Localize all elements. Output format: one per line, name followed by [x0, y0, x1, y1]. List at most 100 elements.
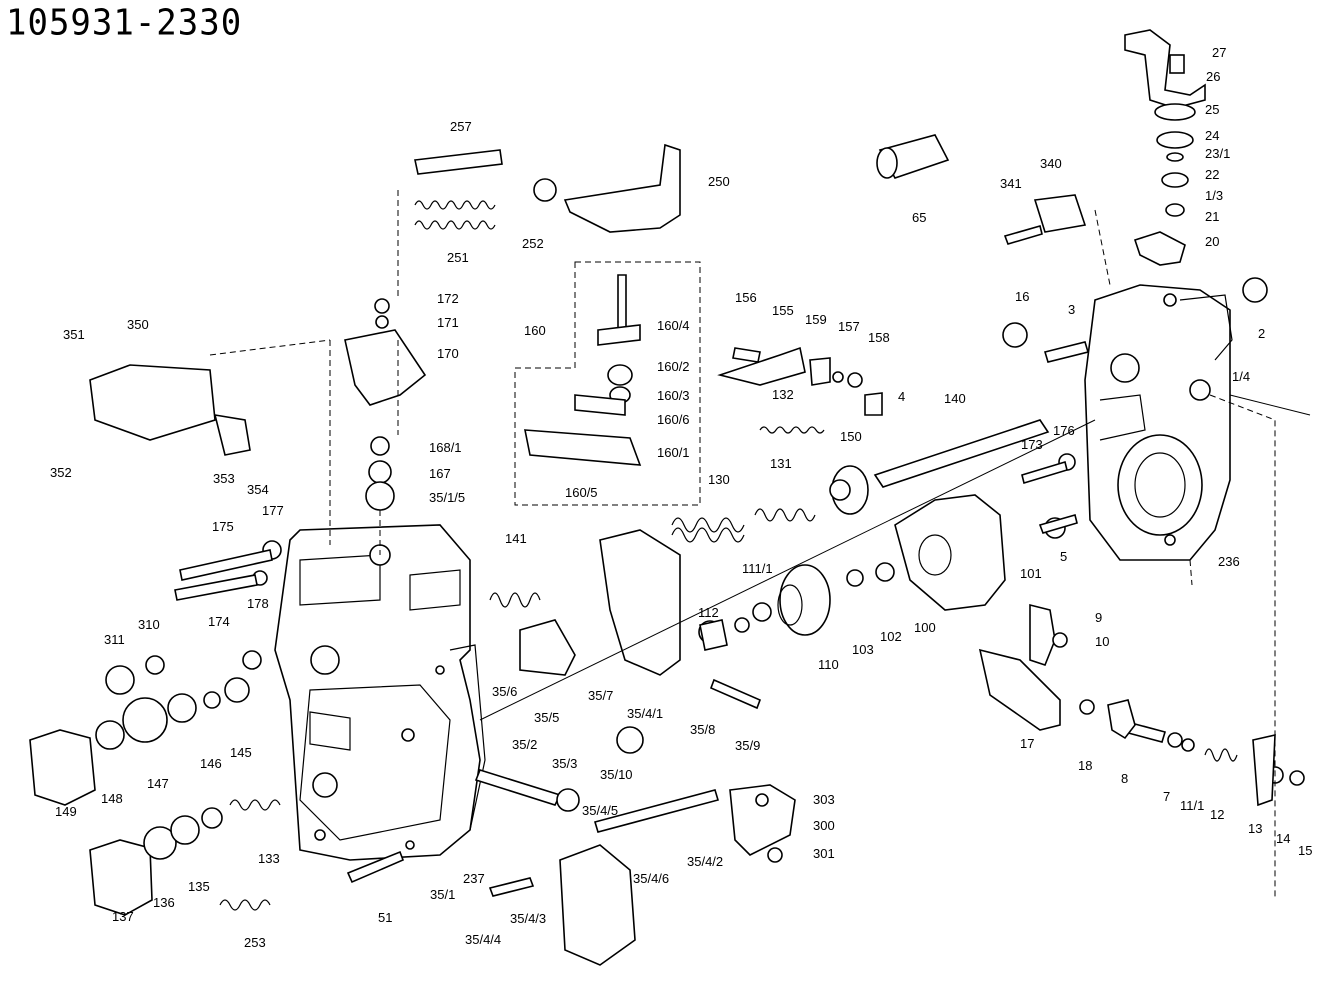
callout-158: 158 — [868, 330, 890, 345]
callout-311: 311 — [104, 632, 125, 647]
callout-170: 170 — [437, 346, 459, 361]
callout-16: 16 — [1015, 289, 1029, 304]
callout-labels: 2726252423/1221/3212021/4163423651011731… — [50, 45, 1312, 950]
callout-149: 149 — [55, 804, 77, 819]
callout-35-4-2: 35/4/2 — [687, 854, 723, 869]
callout-172: 172 — [437, 291, 459, 306]
callout-178: 178 — [247, 596, 269, 611]
callout-237: 237 — [463, 871, 485, 886]
callout-25: 25 — [1205, 102, 1219, 117]
callout-160-1: 160/1 — [657, 445, 690, 460]
callout-35-4-1: 35/4/1 — [627, 706, 663, 721]
callout-175: 175 — [212, 519, 234, 534]
callout-155: 155 — [772, 303, 794, 318]
callout-110: 110 — [818, 657, 839, 672]
governor-cover — [1084, 284, 1233, 561]
callout-131: 131 — [770, 456, 792, 471]
lever-plate — [563, 143, 681, 233]
callout-354: 354 — [247, 482, 269, 497]
callout-136: 136 — [153, 895, 175, 910]
callout-173: 173 — [1021, 437, 1043, 452]
callout-148: 148 — [101, 791, 123, 806]
callout-160-3: 160/3 — [657, 388, 690, 403]
callout-352: 352 — [50, 465, 72, 480]
callout-35-4-3: 35/4/3 — [510, 911, 546, 926]
callout-257: 257 — [450, 119, 472, 134]
callout-253: 253 — [244, 935, 266, 950]
callout-301: 301 — [813, 846, 835, 861]
callout-160-2: 160/2 — [657, 359, 690, 374]
callout-251: 251 — [447, 250, 469, 265]
callout-100: 100 — [914, 620, 936, 635]
callout-141: 141 — [505, 531, 527, 546]
callout-157: 157 — [838, 319, 860, 334]
callout-310: 310 — [138, 617, 160, 632]
callout-35-2: 35/2 — [512, 737, 537, 752]
callout-12: 12 — [1210, 807, 1224, 822]
callout-351: 351 — [63, 327, 85, 342]
callout-22: 22 — [1205, 167, 1219, 182]
callout-11-1: 11/1 — [1180, 798, 1204, 813]
callout-130: 130 — [708, 472, 730, 487]
callout-176: 176 — [1053, 423, 1075, 438]
callout-1-4: 1/4 — [1232, 369, 1250, 384]
callout-23-1: 23/1 — [1205, 146, 1230, 161]
adjuster-35-4 — [559, 844, 636, 966]
control-lever-stack — [1124, 29, 1206, 266]
callout-2: 2 — [1258, 326, 1265, 341]
callout-35-6: 35/6 — [492, 684, 517, 699]
callout-35-8: 35/8 — [690, 722, 715, 737]
callout-35-4-5: 35/4/5 — [582, 803, 618, 818]
callout-168-1: 168/1 — [429, 440, 462, 455]
callout-35-10: 35/10 — [600, 767, 633, 782]
callout-167: 167 — [429, 466, 451, 481]
callout-135: 135 — [188, 879, 210, 894]
callout-1-3: 1/3 — [1205, 188, 1223, 203]
callout-303: 303 — [813, 792, 835, 807]
callout-15: 15 — [1298, 843, 1312, 858]
callout-341: 341 — [1000, 176, 1022, 191]
callout-14: 14 — [1276, 831, 1290, 846]
callout-5: 5 — [1060, 549, 1067, 564]
callout-27: 27 — [1212, 45, 1226, 60]
callout-236: 236 — [1218, 554, 1240, 569]
callout-21: 21 — [1205, 209, 1219, 224]
shafts — [219, 149, 1238, 911]
callout-160-4: 160/4 — [657, 318, 690, 333]
callout-18: 18 — [1078, 758, 1092, 773]
callout-35-3: 35/3 — [552, 756, 577, 771]
callout-103: 103 — [852, 642, 874, 657]
callout-350: 350 — [127, 317, 149, 332]
callout-17: 17 — [1020, 736, 1034, 751]
bracket-35-5 — [519, 619, 576, 676]
callout-35-4-4: 35/4/4 — [465, 932, 501, 947]
assembly-160-box — [514, 261, 701, 506]
callout-26: 26 — [1206, 69, 1220, 84]
lever-170 — [344, 329, 427, 406]
bracket-340 — [1033, 194, 1087, 233]
callout-20: 20 — [1205, 234, 1219, 249]
callout-133: 133 — [258, 851, 280, 866]
callout-340: 340 — [1040, 156, 1062, 171]
bracket-17 — [978, 648, 1061, 731]
callout-177: 177 — [262, 503, 284, 518]
callout-112: 112 — [698, 605, 719, 620]
callout-160-5: 160/5 — [565, 485, 598, 500]
callout-51: 51 — [378, 910, 392, 925]
callout-160: 160 — [524, 323, 546, 338]
callout-35-7: 35/7 — [588, 688, 613, 703]
callout-35-1: 35/1 — [430, 887, 455, 902]
callout-353: 353 — [213, 471, 235, 486]
callout-250: 250 — [708, 174, 730, 189]
fasteners — [29, 178, 1305, 916]
callout-13: 13 — [1248, 821, 1262, 836]
callout-65: 65 — [912, 210, 926, 225]
callout-145: 145 — [230, 745, 252, 760]
callout-174: 174 — [208, 614, 230, 629]
reference-lines — [209, 190, 1311, 900]
callout-146: 146 — [200, 756, 222, 771]
callout-9: 9 — [1095, 610, 1102, 625]
callout-35-9: 35/9 — [735, 738, 760, 753]
callout-171: 171 — [437, 315, 459, 330]
